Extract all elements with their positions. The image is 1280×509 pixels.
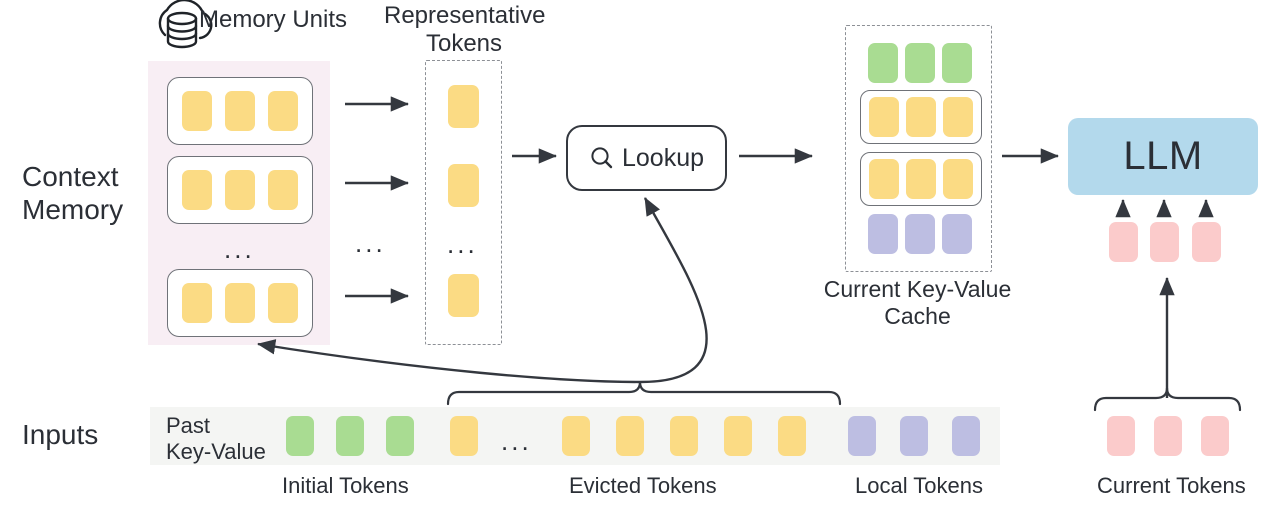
evicted-token: [670, 416, 698, 456]
current-tokens-caption: Current Tokens: [1097, 473, 1246, 498]
kv-token-purple: [868, 214, 898, 254]
representative-tokens-ellipsis: ...: [447, 229, 478, 259]
representative-token: [448, 85, 479, 128]
past-key-value-label: Past Key-Value: [166, 413, 266, 464]
context-memory-panel: ...: [148, 61, 330, 345]
llm-input-token: [1192, 222, 1221, 262]
kv-token-yellow: [943, 159, 973, 199]
llm-input-token: [1150, 222, 1179, 262]
current-token: [1107, 416, 1135, 456]
representative-tokens-box: ...: [425, 60, 502, 345]
lookup-box[interactable]: Lookup: [566, 125, 727, 191]
evicted-token: [778, 416, 806, 456]
memory-token: [182, 283, 212, 323]
lookup-label: Lookup: [621, 143, 705, 172]
kv-row-green: [868, 43, 972, 83]
magnifier-icon: [591, 147, 613, 169]
memory-unit-1[interactable]: [167, 77, 313, 145]
local-token: [952, 416, 980, 456]
kv-row-purple: [868, 214, 972, 254]
kv-token-yellow: [906, 97, 936, 137]
local-token: [900, 416, 928, 456]
memory-token: [268, 283, 298, 323]
evicted-token: [724, 416, 752, 456]
initial-tokens-caption: Initial Tokens: [282, 473, 409, 498]
arrows-ellipsis: ...: [355, 228, 386, 258]
kv-token-yellow: [906, 159, 936, 199]
current-kv-cache-box: [845, 25, 992, 272]
evicted-token: [562, 416, 590, 456]
representative-tokens-header: Representative Tokens: [384, 2, 546, 58]
initial-token: [336, 416, 364, 456]
memory-token: [182, 170, 212, 210]
memory-unit-n[interactable]: [167, 269, 313, 337]
memory-token: [182, 91, 212, 131]
current-kv-cache-caption: Current Key-Value Cache: [823, 276, 1012, 330]
initial-token: [386, 416, 414, 456]
memory-token: [225, 91, 255, 131]
llm-input-token: [1109, 222, 1138, 262]
initial-token: [286, 416, 314, 456]
evicted-token: [616, 416, 644, 456]
evicted-tokens-caption: Evicted Tokens: [569, 473, 717, 498]
representative-token: [448, 164, 479, 207]
memory-units-header: Memory Units: [199, 6, 348, 33]
context-memory-row-label: Context Memory: [22, 161, 124, 226]
brace-evicted-tokens: [446, 381, 842, 406]
kv-token-green: [942, 43, 972, 83]
kv-token-purple: [905, 214, 935, 254]
inputs-row-label: Inputs: [22, 419, 99, 450]
memory-units-ellipsis: ...: [224, 234, 255, 264]
kv-token-green: [905, 43, 935, 83]
kv-token-purple: [942, 214, 972, 254]
kv-token-yellow: [869, 159, 899, 199]
kv-row-yellow-boxed-1: [860, 90, 982, 144]
memory-token: [268, 170, 298, 210]
evicted-token: [450, 416, 478, 456]
kv-token-yellow: [943, 97, 973, 137]
local-tokens-caption: Local Tokens: [855, 473, 984, 498]
kv-token-green: [868, 43, 898, 83]
memory-token: [225, 283, 255, 323]
brace-current-tokens: [1093, 387, 1242, 412]
kv-row-yellow-boxed-2: [860, 152, 982, 206]
local-token: [848, 416, 876, 456]
kv-token-yellow: [869, 97, 899, 137]
llm-box[interactable]: LLM: [1068, 118, 1258, 195]
memory-token: [268, 91, 298, 131]
arrow-evicted-to-context-memory: [257, 339, 641, 384]
evicted-tokens-ellipsis: ...: [501, 426, 532, 456]
current-token: [1154, 416, 1182, 456]
llm-label: LLM: [1123, 134, 1203, 178]
representative-token: [448, 274, 479, 317]
arrow-evicted-to-lookup: [639, 197, 708, 384]
current-token: [1201, 416, 1229, 456]
memory-token: [225, 170, 255, 210]
memory-unit-2[interactable]: [167, 156, 313, 224]
